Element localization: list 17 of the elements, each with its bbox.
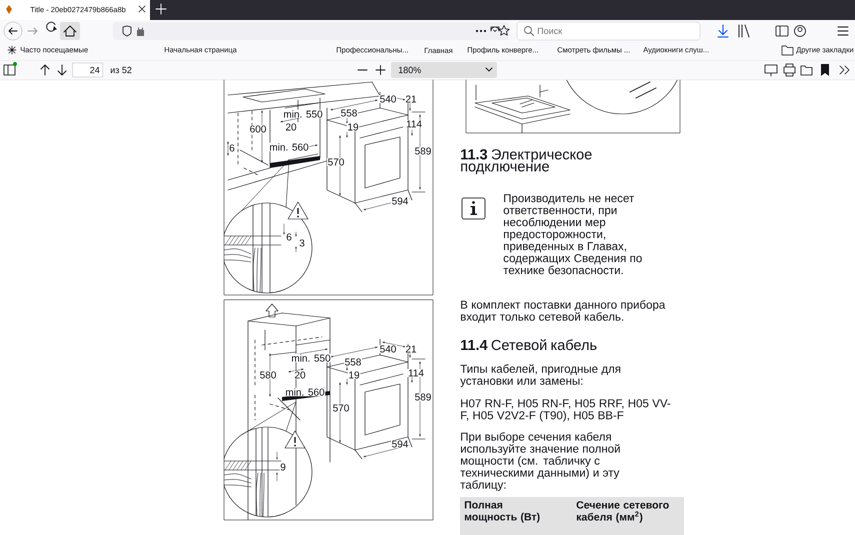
paragraph: H07 RN-F, H05 RN-F, H05 RRF, H05 VV-F, H05 V2V2-F (T90), H05 BB-F [461, 399, 670, 422]
page-count: из 52 [110, 66, 132, 74]
table-header-cell: Полная мощность (Вт) [460, 497, 572, 535]
table-header-cell: Сечение сетевого кабеля (мм$^{2}$) [572, 497, 684, 535]
paragraph: При выборе сечения кабеля используйте значение полной мощности (см. табличку с техническими данными) и эту таблицу: [460, 432, 620, 491]
dimension-label: min. 560 [268, 142, 310, 152]
dimension-label: min. 550 [282, 110, 324, 118]
section-heading: 11.4 Сетевой кабель [461, 339, 596, 350]
zoom-level: 180% [398, 66, 421, 74]
search-placeholder: Поиск [538, 28, 562, 34]
dimension-label: min. 550 [290, 354, 332, 362]
paragraph: В комплект поставки данного прибора входит только сетевой кабель. [461, 300, 666, 323]
page-number-field: 24 [72, 62, 103, 78]
dimension-label: min. 560 [284, 388, 326, 396]
section-heading: 11.3 Электрическое подключение [461, 149, 592, 174]
paragraph: Типы кабелей, пригодные для установки или замены: [460, 364, 620, 388]
note-paragraph: Производитель не несет ответственности, при несоблюдении мер предосторожности, приведенных в Главах, содержащих Сведения по технике безопасности. [503, 194, 642, 274]
